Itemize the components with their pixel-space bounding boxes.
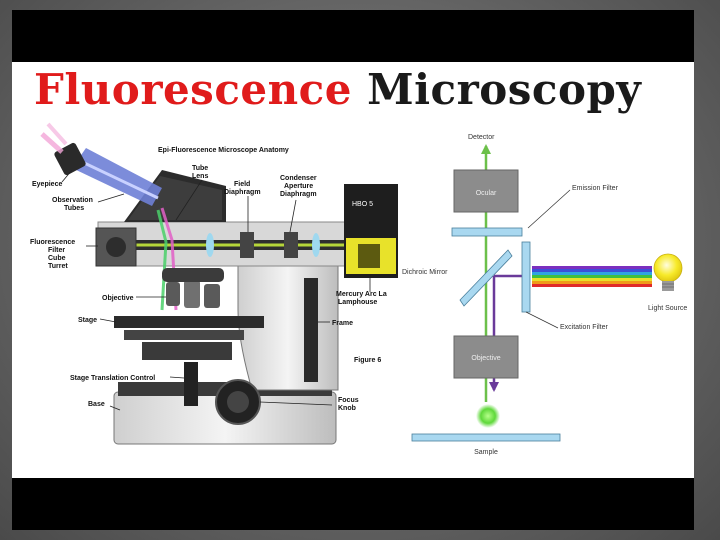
condenser-aperture-diaphragm: [284, 232, 298, 258]
excitation-filter: [522, 242, 530, 312]
label-figure: Figure 6: [354, 357, 381, 364]
label-objective: Objective: [102, 295, 134, 302]
lamp-bulb-housing: [358, 244, 380, 268]
field-diaphragm: [240, 232, 254, 258]
hbo-label: HBO 5: [352, 201, 373, 208]
slide: Fluorescence Microscopy Epi-Fluorescenc: [12, 10, 694, 530]
spectrum-stripe: [532, 275, 652, 278]
fluorescence-schematic: Detector Ocular Emission Filter Dichroic…: [402, 134, 687, 456]
spectrum-stripe: [532, 269, 652, 272]
light-bulb-icon: [654, 254, 682, 291]
label-tube-lens-2: Lens: [192, 173, 208, 180]
bulb-base: [662, 281, 674, 291]
label-focus-1: Focus: [338, 397, 359, 404]
label-base: Base: [88, 401, 105, 408]
lens-element-2: [312, 233, 320, 257]
emission-filter: [452, 228, 522, 236]
spectrum-stripe: [532, 278, 652, 281]
spectrum-stripe: [532, 272, 652, 275]
label-focus-2: Knob: [338, 405, 356, 412]
objective-lens-2: [184, 280, 200, 308]
nosepiece: [162, 268, 224, 282]
spectrum-stripe: [532, 281, 652, 284]
spectrum-stripe: [532, 284, 652, 287]
label-frame: Frame: [332, 320, 353, 327]
sample-slide: [412, 434, 560, 441]
label-condenser-3: Diaphragm: [280, 191, 317, 198]
objective-lens-1: [166, 282, 180, 306]
schematic-detector: Detector: [468, 134, 495, 141]
label-condenser-2: Aperture: [284, 183, 313, 190]
objective-lens-3: [204, 284, 220, 308]
schematic-excitation-filter: Excitation Filter: [560, 324, 609, 331]
schematic-objective: Objective: [471, 355, 500, 362]
label-tube-lens-1: Tube: [192, 165, 208, 172]
detector-arrowhead: [481, 144, 491, 154]
label-observation-1: Observation: [52, 197, 93, 204]
bulb-glass: [654, 254, 682, 282]
turret-wheel: [106, 237, 126, 257]
label-field-2: Diaphragm: [224, 189, 261, 196]
schematic-emission-filter: Emission Filter: [572, 185, 619, 192]
frame-slot: [304, 278, 318, 382]
fluorescent-sample-glow: [476, 404, 500, 428]
schematic-ocular: Ocular: [476, 190, 497, 197]
schematic-sample: Sample: [474, 449, 498, 456]
stage-translation-control[interactable]: [184, 362, 198, 406]
label-mercury-2: Lamphouse: [338, 299, 377, 306]
diagram-canvas: Epi-Fluorescence Microscope Anatomy: [12, 10, 694, 530]
label-stage-translation: Stage Translation Control: [70, 375, 155, 382]
label-mercury-1: Mercury Arc La: [336, 291, 387, 298]
label-filter-2: Filter: [48, 247, 65, 254]
excitation-filter-leader: [526, 312, 558, 328]
focus-knob-hub: [227, 391, 249, 413]
microscope-heading: Epi-Fluorescence Microscope Anatomy: [158, 147, 289, 154]
stage-carrier: [142, 342, 232, 360]
label-stage: Stage: [78, 317, 97, 324]
stage-plate: [114, 316, 264, 328]
label-field-1: Field: [234, 181, 250, 188]
light-spectrum-band: [532, 266, 652, 287]
schematic-dichroic-mirror: Dichroic Mirror: [402, 269, 448, 276]
lens-element-1: [206, 233, 214, 257]
schematic-light-source: Light Source: [648, 305, 687, 312]
label-filter-3: Cube: [48, 255, 66, 262]
label-filter-4: Turret: [48, 263, 68, 270]
spectrum-stripe: [532, 266, 652, 269]
stage-holder: [124, 330, 244, 340]
microscope-illustration: Epi-Fluorescence Microscope Anatomy: [30, 124, 398, 444]
objectives: [162, 268, 224, 308]
excitation-arrowhead: [489, 382, 499, 392]
emission-filter-leader: [528, 190, 570, 228]
label-condenser-1: Condenser: [280, 175, 317, 182]
label-observation-2: Tubes: [64, 205, 84, 212]
label-filter-1: Fluorescence: [30, 239, 75, 246]
label-eyepiece: Eyepiece: [32, 181, 62, 188]
